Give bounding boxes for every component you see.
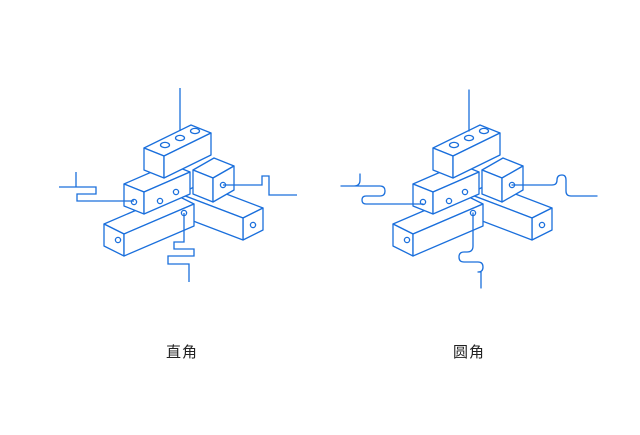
cable-bottom-right (458, 212, 484, 289)
rounded-corner-illustration (340, 89, 598, 289)
sharp-corner-label: 直角 (165, 343, 198, 361)
cable-bottom-left (167, 213, 195, 282)
cable-right-left (223, 175, 297, 196)
cable-left-right (340, 173, 424, 205)
cable-right-right (511, 174, 598, 197)
rounded-corner-label: 圆角 (452, 343, 485, 361)
sharp-corner-illustration (59, 88, 297, 282)
cable-left-left (59, 172, 134, 202)
